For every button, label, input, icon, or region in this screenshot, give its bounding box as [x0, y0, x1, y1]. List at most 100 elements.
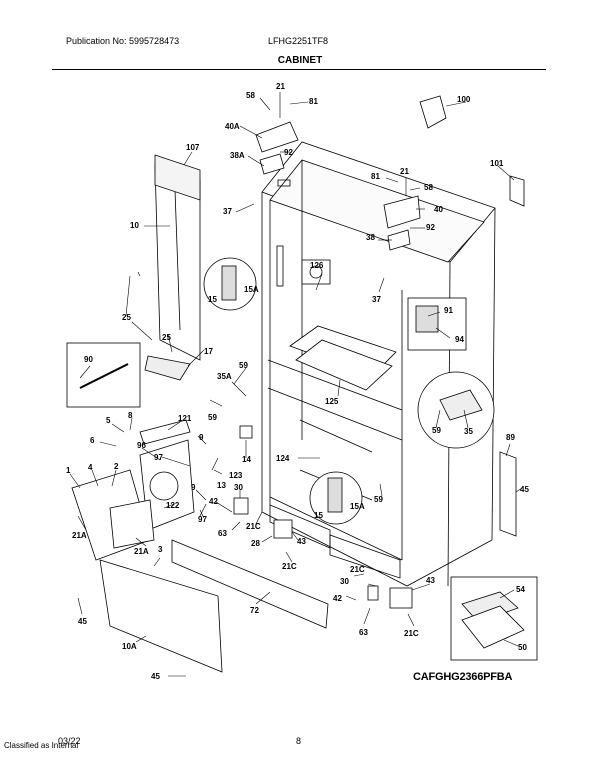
- callout-label: 101: [490, 159, 504, 168]
- section-title: CABINET: [277, 55, 323, 66]
- callout-label: 38A: [230, 151, 245, 160]
- callout-label: 21A: [72, 531, 87, 540]
- callout-label: 6: [90, 436, 95, 445]
- callout-label: 35A: [217, 372, 232, 381]
- callout-label: 97: [154, 453, 163, 462]
- hinge-bracket-left: [259, 153, 285, 175]
- classification-label: Classified as Internal: [4, 741, 79, 750]
- callout-label: 25: [162, 333, 171, 342]
- callout-label: 126: [310, 261, 324, 270]
- callout-label: 13: [217, 481, 226, 490]
- detail-box-90: [66, 342, 141, 408]
- hinge-part-30-right: [367, 585, 379, 601]
- callout-label: 37: [372, 295, 381, 304]
- evaporator-cover: [109, 499, 155, 549]
- callout-label: 28: [251, 539, 260, 548]
- model-number: LFHG2251TF8: [268, 36, 329, 46]
- callout-label: 1: [66, 466, 71, 475]
- callout-label: 100: [457, 95, 471, 104]
- callout-label: 90: [84, 355, 93, 364]
- page-number: 8: [296, 736, 302, 746]
- kick-plate-panel: [99, 559, 223, 673]
- callout-label: 63: [359, 628, 368, 637]
- callout-label: 21A: [134, 547, 149, 556]
- callout-label: 92: [284, 148, 293, 157]
- callout-label: 21C: [282, 562, 297, 571]
- drawing-code: CAFGHG2366PFBA: [413, 671, 513, 683]
- callout-label: 35: [464, 427, 473, 436]
- callout-label: 72: [250, 606, 259, 615]
- callout-label: 107: [186, 143, 200, 152]
- callout-label: 89: [506, 433, 515, 442]
- callout-label: 96: [137, 441, 146, 450]
- callout-label: 54: [516, 585, 525, 594]
- callout-label: 5: [106, 416, 111, 425]
- callout-label: 42: [209, 497, 218, 506]
- damper-bracket-121: [139, 419, 191, 445]
- callout-label: 92: [426, 223, 435, 232]
- hinge-part-30-left: [233, 497, 249, 515]
- callout-label: 3: [158, 545, 163, 554]
- callout-label: 21: [400, 167, 409, 176]
- callout-label: 50: [518, 643, 527, 652]
- callout-label: 10: [130, 221, 139, 230]
- callout-label: 15: [208, 295, 217, 304]
- hinge-top-left: [255, 121, 299, 153]
- cabinet-body: [261, 141, 496, 587]
- callout-label: 59: [208, 413, 217, 422]
- toe-grille: [171, 539, 329, 629]
- callout-labels: 58 21 81 100 40A 92 107 38A 101 81 21 58…: [66, 82, 529, 681]
- callout-label: 8: [128, 411, 133, 420]
- callout-label: 40: [434, 205, 443, 214]
- hinge-part-43-right: [389, 587, 413, 609]
- callout-label: 21C: [350, 565, 365, 574]
- callout-label: 81: [371, 172, 380, 181]
- callout-label: 37: [223, 207, 232, 216]
- callout-label: 121: [178, 414, 192, 423]
- callout-label: 124: [276, 454, 290, 463]
- shelf-cover: [144, 355, 191, 381]
- right-side-panel: [499, 451, 517, 537]
- header-rule: [52, 69, 546, 70]
- hinge-top-right: [383, 195, 421, 229]
- callout-label: 15A: [244, 285, 259, 294]
- callout-label: 21C: [246, 522, 261, 531]
- hinge-cover-100: [419, 95, 447, 129]
- callout-label: 122: [166, 501, 180, 510]
- callout-label: 97: [198, 515, 207, 524]
- callout-label: 123: [229, 471, 243, 480]
- callout-label: 58: [424, 183, 433, 192]
- callout-label: 59: [374, 495, 383, 504]
- water-filter-housing: [301, 259, 331, 285]
- callout-label: 17: [204, 347, 213, 356]
- callout-label: 21: [276, 82, 285, 91]
- callout-label: 2: [114, 462, 119, 471]
- callout-label: 125: [325, 397, 339, 406]
- bracket-101: [509, 175, 525, 207]
- callout-label: 58: [246, 91, 255, 100]
- callout-label: 63: [218, 529, 227, 538]
- publication-number: Publication No: 5995728473: [66, 36, 180, 46]
- hinge-part-43-left: [273, 519, 293, 539]
- top-trim: [154, 154, 201, 201]
- callout-label: 94: [455, 335, 464, 344]
- callout-label: 91: [444, 306, 453, 315]
- callout-label: 45: [78, 617, 87, 626]
- callout-label: 15A: [350, 502, 365, 511]
- callout-label: 40A: [225, 122, 240, 131]
- callout-label: 9: [199, 433, 204, 442]
- part-14: [239, 425, 253, 439]
- footer-date: 03/22: [58, 736, 81, 746]
- callout-label: 59: [239, 361, 248, 370]
- callout-label: 42: [333, 594, 342, 603]
- callout-label: 14: [242, 455, 251, 464]
- callout-label: 25: [122, 313, 131, 322]
- callout-label: 30: [234, 483, 243, 492]
- hinge-bracket-right: [387, 229, 411, 251]
- callout-label: 43: [426, 576, 435, 585]
- callout-label: 45: [151, 672, 160, 681]
- callout-label: 4: [88, 463, 93, 472]
- callout-label: 38: [366, 233, 375, 242]
- callout-label: 15: [314, 511, 323, 520]
